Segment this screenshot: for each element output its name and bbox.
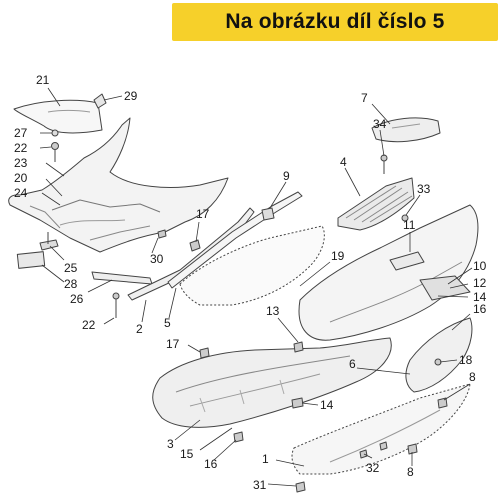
callout-8-upper: 8 — [469, 370, 476, 384]
front-shield — [8, 117, 229, 253]
callout-9: 9 — [283, 169, 290, 183]
callout-10: 10 — [473, 259, 487, 273]
callout-22-lower: 22 — [82, 318, 96, 332]
callout-17-lower: 17 — [166, 337, 180, 351]
callout-19: 19 — [331, 249, 345, 263]
part-29-shape — [93, 93, 107, 109]
callout-22-upper: 22 — [14, 141, 28, 155]
callout-4: 4 — [340, 155, 347, 169]
callout-1: 1 — [262, 452, 269, 466]
callout-16-upper: 16 — [473, 302, 487, 316]
callout-14-lower: 14 — [320, 398, 334, 412]
callout-30: 30 — [150, 252, 164, 266]
part-21-shape — [13, 99, 103, 134]
callout-26: 26 — [70, 292, 84, 306]
callout-29: 29 — [124, 89, 138, 103]
part-3-shape — [152, 337, 392, 428]
callout-24: 24 — [14, 186, 28, 200]
callout-25: 25 — [64, 261, 78, 275]
callout-18: 18 — [459, 353, 473, 367]
part-26-shape — [91, 271, 153, 285]
part-4-shape — [337, 177, 415, 231]
callout-20: 20 — [14, 171, 28, 185]
callout-21: 21 — [36, 73, 50, 87]
callout-8-lower: 8 — [407, 465, 414, 479]
callout-17-upper: 17 — [196, 207, 210, 221]
part-1-shape — [291, 383, 471, 475]
callout-7: 7 — [361, 91, 368, 105]
callout-6: 6 — [349, 357, 356, 371]
side-panel-left — [179, 225, 325, 306]
part-9-shape — [261, 207, 275, 221]
callout-3: 3 — [167, 437, 174, 451]
callout-12: 12 — [473, 276, 487, 290]
callout-13: 13 — [266, 304, 280, 318]
part-2-shape — [127, 207, 255, 301]
callout-2: 2 — [136, 322, 143, 336]
part-6-shape — [405, 317, 473, 393]
callout-14-upper: 14 — [473, 290, 487, 304]
callout-31: 31 — [253, 478, 267, 492]
part-7-shape — [371, 117, 441, 143]
callout-33: 33 — [417, 182, 431, 196]
callout-28: 28 — [64, 277, 78, 291]
callout-27: 27 — [14, 126, 28, 140]
callout-11: 11 — [403, 218, 416, 232]
callout-15: 15 — [180, 447, 194, 461]
callout-5: 5 — [164, 316, 171, 330]
title-banner: Na obrázku díl číslo 5 — [172, 3, 498, 41]
callout-23: 23 — [14, 156, 28, 170]
callout-32: 32 — [366, 461, 380, 475]
part-28-shape — [16, 251, 46, 269]
callout-16-lower: 16 — [204, 457, 218, 471]
part-25-shape — [39, 239, 59, 251]
main-floor-body — [298, 204, 479, 341]
banner-title: Na obrázku díl číslo 5 — [225, 10, 445, 33]
callout-34: 34 — [373, 117, 387, 131]
